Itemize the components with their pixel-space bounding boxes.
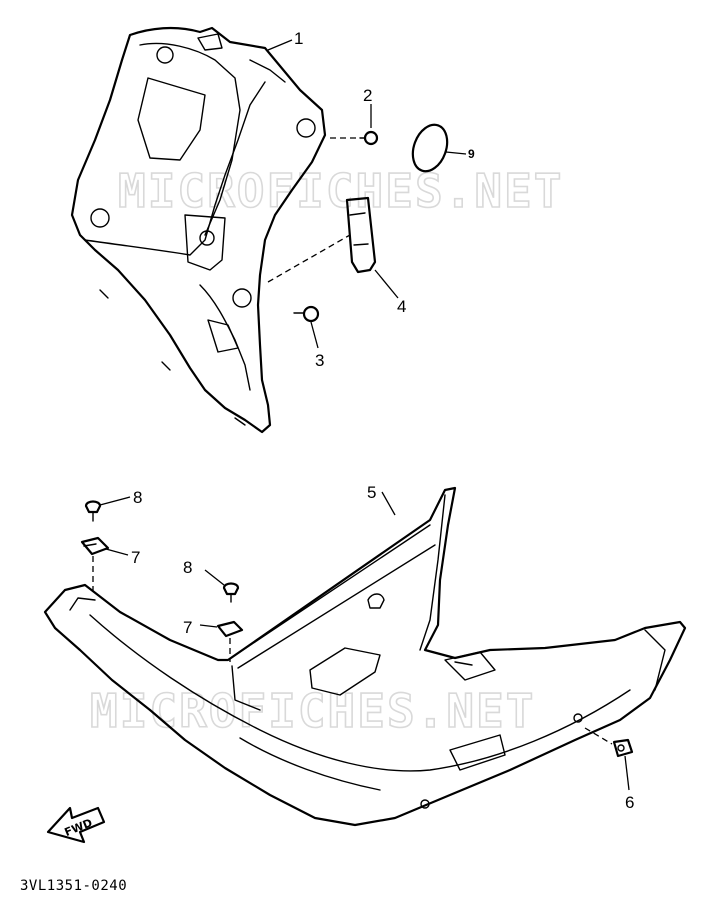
diagram-code: 3VL1351-0240 (20, 878, 127, 894)
callout-6: 6 (625, 793, 634, 812)
callout-1: 1 (294, 29, 303, 48)
callout-4: 4 (397, 297, 406, 316)
part-7-clip-left (80, 536, 129, 592)
part-8-screw-left (84, 496, 131, 522)
part-7-clip-middle (199, 620, 244, 662)
part-3-screw (293, 305, 320, 349)
callout-8b: 8 (183, 558, 192, 577)
part-9-cap (411, 123, 467, 173)
callout-9: 9 (468, 147, 475, 161)
leader-part-1 (267, 39, 293, 51)
part-4-cover (267, 196, 399, 299)
part-1-leg-shield (70, 26, 327, 434)
callout-2: 2 (363, 86, 372, 105)
callout-7b: 7 (183, 618, 192, 637)
part-2-screw (330, 104, 379, 146)
callout-3: 3 (315, 351, 324, 370)
watermark-bottom: MICROFICHES.NET (90, 684, 535, 738)
callout-7a: 7 (131, 548, 140, 567)
callout-8a: 8 (133, 488, 142, 507)
forward-arrow-label: FWD (63, 816, 95, 839)
callout-5: 5 (367, 483, 376, 502)
part-6-bolt (584, 727, 634, 791)
forward-arrow-icon: FWD (46, 806, 106, 844)
part-5-footrest-cover (43, 486, 687, 827)
watermark-top: MICROFICHES.NET (118, 164, 563, 218)
part-8-screw-middle (204, 569, 240, 603)
